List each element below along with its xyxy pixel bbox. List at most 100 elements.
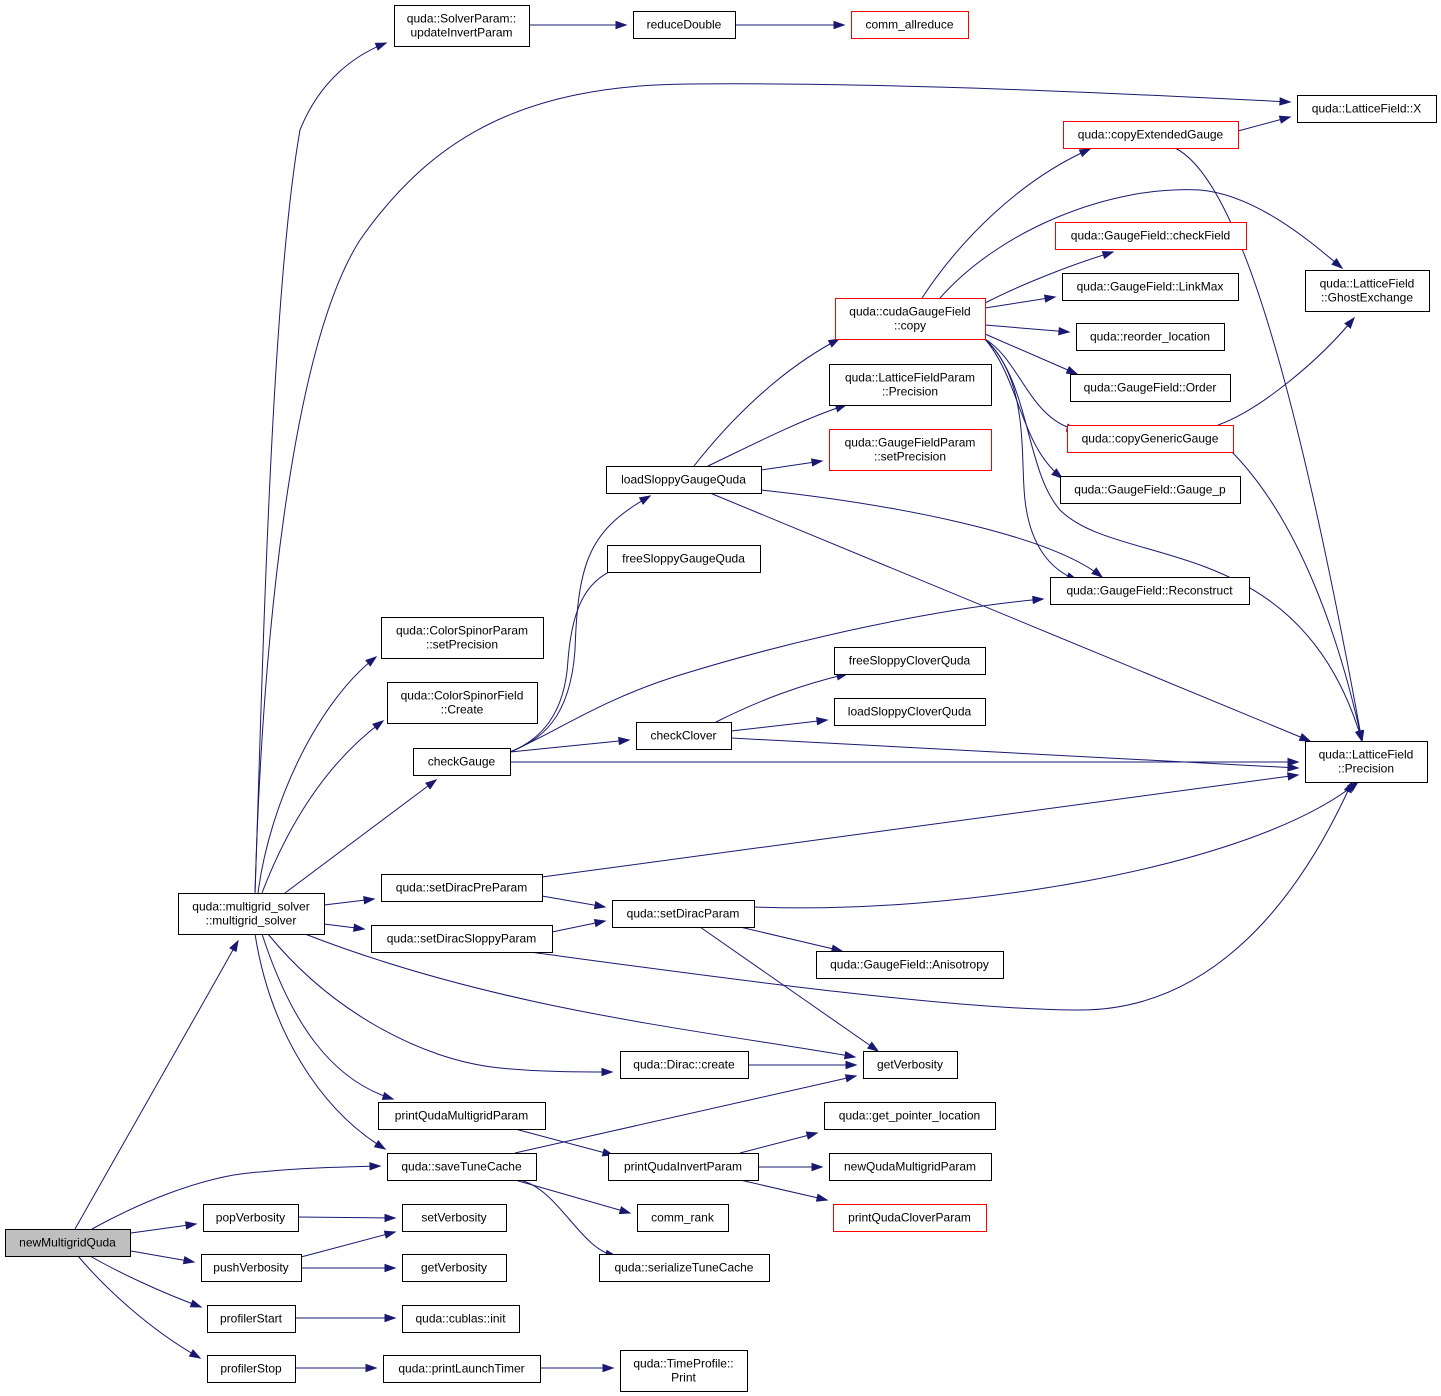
function-node-reduceDouble[interactable]: reduceDouble (633, 11, 736, 39)
edge-line (130, 1223, 197, 1234)
arrowhead-icon (365, 656, 378, 667)
node-box (835, 298, 986, 340)
function-node-printQudaInvertParam[interactable]: printQudaInvertParam (608, 1153, 759, 1181)
function-node-reorderLocation[interactable]: quda::reorder_location (1076, 323, 1225, 351)
function-node-profilerStop[interactable]: profilerStop (207, 1355, 296, 1383)
call-edge (709, 492, 1312, 742)
function-node-cudaGaugeCopy[interactable]: quda::cudaGaugeField::copy (835, 298, 986, 340)
edge-line (297, 1216, 396, 1219)
function-node-printLaunchTimer[interactable]: quda::printLaunchTimer (383, 1355, 541, 1383)
call-edge (304, 933, 857, 1060)
call-edge (739, 1131, 819, 1154)
function-node-multigrid_solver[interactable]: quda::multigrid_solver::multigrid_solver (178, 893, 325, 935)
function-node-gaugeP[interactable]: quda::GaugeField::Gauge_p (1060, 476, 1241, 504)
node-label: quda::setDiracParam (627, 907, 740, 921)
function-node-linkMax[interactable]: quda::GaugeField::LinkMax (1062, 273, 1239, 301)
edge-line (300, 1231, 396, 1258)
function-node-newQudaMultigridParam[interactable]: newQudaMultigridParam (829, 1153, 992, 1181)
function-node-freeSloppyCloverQuda[interactable]: freeSloppyCloverQuda (834, 647, 986, 675)
call-edge (699, 926, 880, 1052)
node-label: quda::serializeTuneCache (615, 1261, 754, 1275)
node-label: quda::ColorSpinorField (401, 689, 524, 703)
edge-line (509, 598, 1044, 753)
arrowhead-icon (816, 717, 829, 726)
function-node-profilerStart[interactable]: profilerStart (207, 1305, 296, 1333)
call-edge (707, 404, 848, 467)
arrowhead-icon (805, 1131, 819, 1140)
function-node-gfpSetPrecision[interactable]: quda::GaugeFieldParam::setPrecision (829, 429, 992, 471)
function-node-commRank[interactable]: comm_rank (637, 1204, 729, 1232)
edge-line (74, 940, 239, 1230)
arrowhead-icon (638, 495, 652, 505)
function-node-serializeTuneCache[interactable]: quda::serializeTuneCache (599, 1254, 770, 1282)
function-node-getVerbosity2[interactable]: getVerbosity (402, 1254, 507, 1282)
function-node-cspSetPrecision[interactable]: quda::ColorSpinorParam::setPrecision (381, 617, 544, 659)
node-label: ::Precision (1338, 762, 1394, 776)
call-edge (1229, 449, 1364, 743)
arrowhead-icon (1101, 251, 1115, 260)
edge-line (707, 404, 847, 467)
function-node-setVerbosity[interactable]: setVerbosity (402, 1204, 507, 1232)
function-node-popVerbosity[interactable]: popVerbosity (203, 1204, 299, 1232)
node-box (636, 722, 732, 750)
node-box (612, 900, 755, 928)
call-edge (541, 895, 607, 910)
call-edge (323, 896, 376, 906)
node-label: newQudaMultigridParam (844, 1160, 976, 1174)
call-edge (984, 251, 1115, 304)
call-edge (1237, 115, 1292, 132)
function-node-diracCreate[interactable]: quda::Dirac::create (620, 1051, 749, 1079)
function-node-updateInvertParam[interactable]: quda::SolverParam::updateInvertParam (394, 5, 530, 47)
node-label: setVerbosity (421, 1211, 486, 1225)
function-node-checkClover[interactable]: checkClover (636, 722, 732, 750)
function-node-timeProfilePrint[interactable]: quda::TimeProfile::Print (620, 1350, 748, 1392)
node-box (402, 1204, 507, 1232)
function-node-commAllreduce[interactable]: comm_allreduce (851, 11, 969, 39)
node-box (1076, 323, 1225, 351)
arrowhead-icon (372, 720, 385, 731)
node-box (1062, 273, 1239, 301)
function-node-reconstruct[interactable]: quda::GaugeField::Reconstruct (1050, 577, 1250, 605)
function-node-loadSloppyGaugeQuda[interactable]: loadSloppyGaugeQuda (606, 466, 762, 494)
node-label: quda::Dirac::create (633, 1058, 735, 1072)
function-node-copyExtendedGauge[interactable]: quda::copyExtendedGauge (1063, 121, 1239, 149)
function-node-pushVerbosity[interactable]: pushVerbosity (201, 1254, 302, 1282)
function-node-order[interactable]: quda::GaugeField::Order (1070, 374, 1231, 402)
arrowhead-icon (369, 1162, 382, 1171)
edge-line (91, 1165, 381, 1230)
function-node-getPointerLocation[interactable]: quda::get_pointer_location (824, 1102, 996, 1130)
function-node-printQudaMultigridParam[interactable]: printQudaMultigridParam (378, 1102, 546, 1130)
function-node-saveTuneCache[interactable]: quda::saveTuneCache (387, 1153, 537, 1181)
node-box (5, 1229, 131, 1257)
node-label: quda::GaugeField::Anisotropy (830, 958, 989, 972)
node-box (599, 1254, 770, 1282)
function-node-loadSloppyCloverQuda[interactable]: loadSloppyCloverQuda (834, 698, 986, 726)
function-node-cublasInit[interactable]: quda::cublas::init (402, 1305, 520, 1333)
function-node-lfX[interactable]: quda::LatticeField::X (1297, 95, 1437, 123)
call-edge (254, 83, 1292, 894)
function-node-checkGauge[interactable]: checkGauge (413, 748, 511, 776)
function-node-setDiracPreParam[interactable]: quda::setDiracPreParam (381, 874, 543, 902)
function-node-printQudaCloverParam[interactable]: printQudaCloverParam (833, 1204, 987, 1232)
function-node-csfCreate[interactable]: quda::ColorSpinorField::Create (387, 682, 538, 724)
call-edge (74, 939, 239, 1230)
node-box (1050, 577, 1250, 605)
arrowhead-icon (374, 42, 388, 51)
function-node-ghostExchange[interactable]: quda::LatticeField::GhostExchange (1305, 270, 1430, 312)
function-node-freeSloppyGaugeQuda[interactable]: freeSloppyGaugeQuda (607, 545, 761, 573)
function-node-anisotropy[interactable]: quda::GaugeField::Anisotropy (816, 951, 1004, 979)
function-node-getVerbosity1[interactable]: getVerbosity (863, 1051, 958, 1079)
node-box (201, 1254, 302, 1282)
function-node-newMultigridQuda[interactable]: newMultigridQuda (5, 1229, 131, 1257)
function-node-lfpPrecision[interactable]: quda::LatticeFieldParam::Precision (829, 364, 992, 406)
edge-line (715, 673, 848, 723)
function-node-setDiracSloppyParam[interactable]: quda::setDiracSloppyParam (371, 925, 553, 953)
node-label: quda::GaugeField::checkField (1071, 229, 1230, 243)
function-node-checkField[interactable]: quda::GaugeField::checkField (1055, 222, 1247, 250)
function-node-copyGenericGauge[interactable]: quda::copyGenericGauge (1067, 425, 1234, 453)
function-node-lfPrecision[interactable]: quda::LatticeField::Precision (1305, 741, 1428, 783)
node-box (381, 874, 543, 902)
function-node-setDiracParam[interactable]: quda::setDiracParam (612, 900, 755, 928)
arrowhead-icon (383, 1230, 397, 1239)
call-edge (514, 1074, 858, 1154)
